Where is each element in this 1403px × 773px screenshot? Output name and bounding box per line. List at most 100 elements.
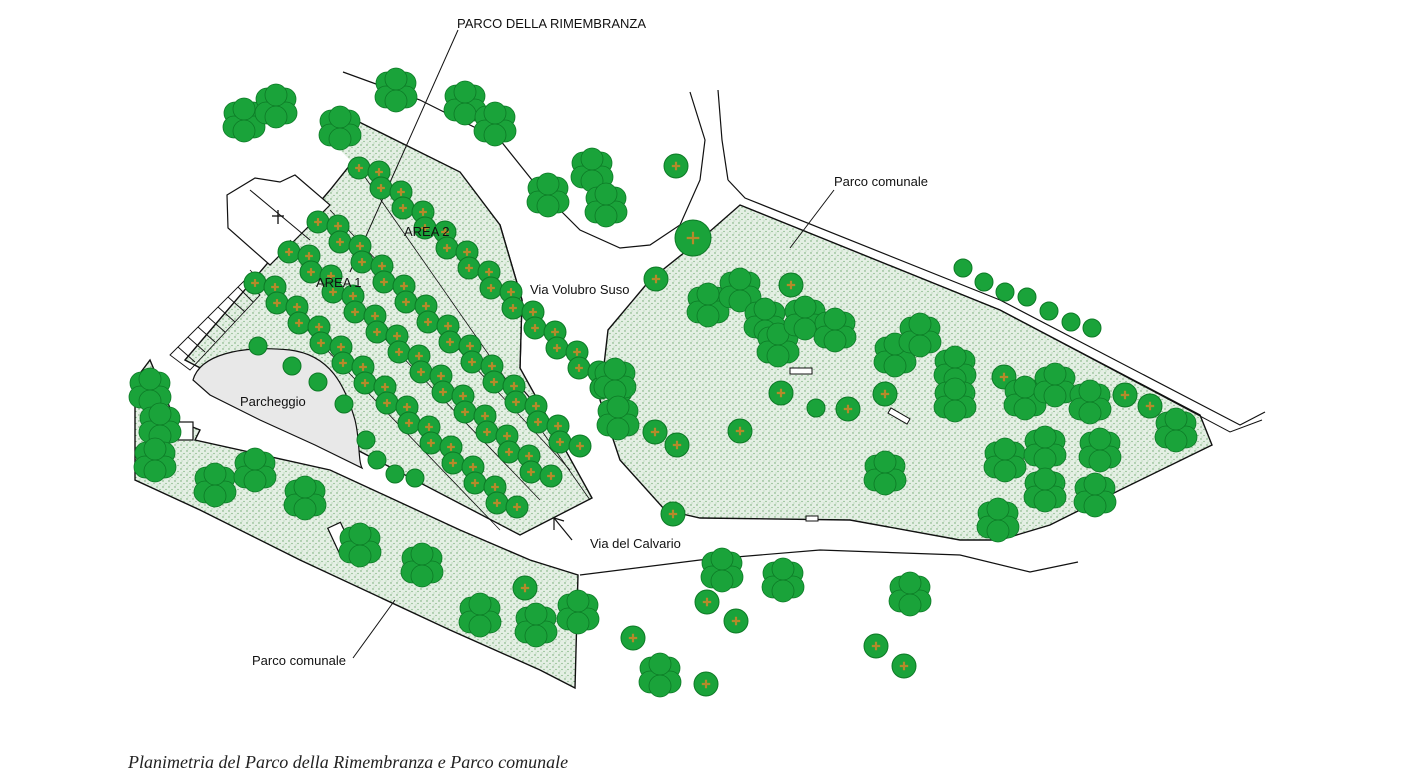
tree-icon	[365, 320, 389, 344]
tree-icon	[723, 608, 749, 634]
tree-icon	[898, 312, 942, 358]
tree-icon	[138, 402, 182, 448]
tree-icon	[863, 633, 889, 659]
tree-icon	[193, 462, 237, 508]
parco-comunale-right-label: Parco comunale	[834, 174, 928, 189]
right-park-wall-inner	[739, 204, 1263, 433]
label-pointers	[349, 29, 835, 659]
tree-icon	[367, 450, 387, 470]
road-top-inner	[717, 89, 729, 181]
tree-icon	[1137, 393, 1163, 419]
tree-icon	[405, 468, 425, 488]
tree-icon	[663, 153, 689, 179]
tree-icon	[409, 360, 433, 384]
tree-icon	[1112, 382, 1138, 408]
tree-icon	[642, 419, 668, 445]
tree-icon	[718, 267, 762, 313]
tree-icon	[331, 351, 355, 375]
tree-icon	[479, 276, 503, 300]
tree-icon	[457, 256, 481, 280]
tree-icon	[397, 411, 421, 435]
tree-icon	[995, 282, 1015, 302]
tree-icon	[243, 271, 267, 295]
tree-icon	[1039, 301, 1059, 321]
tree-icon	[334, 394, 354, 414]
tree-icon	[435, 236, 459, 260]
tree-icon	[350, 250, 374, 274]
area-2-label: AREA 2	[404, 224, 450, 239]
tree-icon	[282, 356, 302, 376]
tree-icon	[277, 240, 301, 264]
tree-icon	[233, 447, 277, 493]
area-1-label: AREA 1	[316, 275, 362, 290]
via-calvario-label: Via del Calvario	[590, 536, 681, 551]
tree-icon	[567, 356, 591, 380]
tree-icon	[694, 589, 720, 615]
tree-icon	[806, 398, 826, 418]
tree-icon	[438, 330, 462, 354]
upper-park-edge	[344, 114, 523, 369]
tree-icon	[309, 331, 333, 355]
right-bench-2	[887, 407, 911, 425]
tree-icon	[375, 391, 399, 415]
tree-icon	[596, 395, 640, 441]
tree-icon	[453, 400, 477, 424]
tree-icon	[523, 316, 547, 340]
tree-icon	[813, 307, 857, 353]
parking-label: Parcheggio	[240, 394, 306, 409]
tree-icon	[308, 372, 328, 392]
tree-icon	[463, 471, 487, 495]
tree-icon	[385, 464, 405, 484]
tree-icon	[620, 625, 646, 651]
tree-icon	[321, 280, 345, 304]
parco-comunale-bottom-label: Parco comunale	[252, 653, 346, 668]
map-caption: Planimetria del Parco della Rimembranza …	[128, 752, 569, 772]
tree-icon	[519, 460, 543, 484]
tree-icon	[416, 310, 440, 334]
tree-icon	[387, 340, 411, 364]
tree-icon	[356, 430, 376, 450]
tree-icon	[400, 542, 444, 588]
tree-icon	[343, 300, 367, 324]
tree-icon	[248, 336, 268, 356]
tree-icon	[891, 653, 917, 679]
tree-icon	[306, 210, 330, 234]
tree-icon	[863, 450, 907, 496]
tree-icon	[974, 272, 994, 292]
tree-icon	[584, 182, 628, 228]
tree-icon	[394, 290, 418, 314]
tree-icon	[539, 464, 563, 488]
tree-icon	[443, 80, 487, 126]
tree-icon	[504, 390, 528, 414]
tree-icon	[318, 105, 362, 151]
tree-icon	[1061, 312, 1081, 332]
tree-icon	[299, 260, 323, 284]
tree-icon	[778, 272, 804, 298]
tree-icon	[505, 495, 529, 519]
tree-icon	[674, 219, 712, 257]
tree-icon	[643, 266, 669, 292]
tree-icon	[1082, 318, 1102, 338]
tree-icon	[983, 437, 1027, 483]
tree-icon	[254, 83, 298, 129]
tree-icon	[756, 322, 800, 368]
tree-icon	[660, 501, 686, 527]
tree-icon	[933, 377, 977, 423]
tree-icon	[593, 357, 637, 403]
tree-icon	[372, 270, 396, 294]
tree-icon	[328, 230, 352, 254]
tree-icon	[391, 196, 415, 220]
tree-icon	[369, 176, 393, 200]
tree-icon	[761, 557, 805, 603]
tree-icon	[374, 67, 418, 113]
tree-icon	[976, 497, 1020, 543]
road-top	[342, 71, 706, 249]
tree-icon	[460, 350, 484, 374]
tree-icon	[638, 652, 682, 698]
tree-icon	[570, 147, 614, 193]
tree-icon	[473, 101, 517, 147]
tree-icon	[548, 430, 572, 454]
tree-icon	[338, 522, 382, 568]
tree-icon	[353, 371, 377, 395]
